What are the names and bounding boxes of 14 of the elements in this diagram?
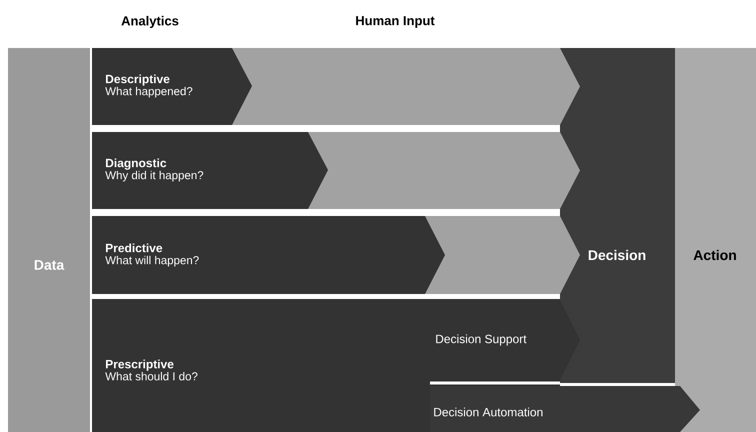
chevron-band: Descriptive What happened?	[92, 48, 252, 125]
action-band: Action	[675, 48, 756, 432]
chevron-band: Decision Automation	[430, 386, 700, 432]
node-label: Decision Support	[436, 334, 526, 346]
decision-column: Decision	[560, 48, 675, 383]
chevron-band: Decision Support	[430, 300, 580, 380]
column-header: Analytics	[121, 16, 178, 28]
node-label: Prescriptive	[106, 360, 174, 371]
node-label: Decision Automation	[434, 408, 542, 416]
data-band: Data	[8, 48, 90, 432]
chevron-band: Diagnostic Why did it happen?	[92, 132, 328, 209]
column-header: Human Input	[356, 16, 435, 28]
node-label: What should I do?	[105, 372, 198, 380]
chevron-band: Predictive What will happen?	[92, 216, 445, 294]
